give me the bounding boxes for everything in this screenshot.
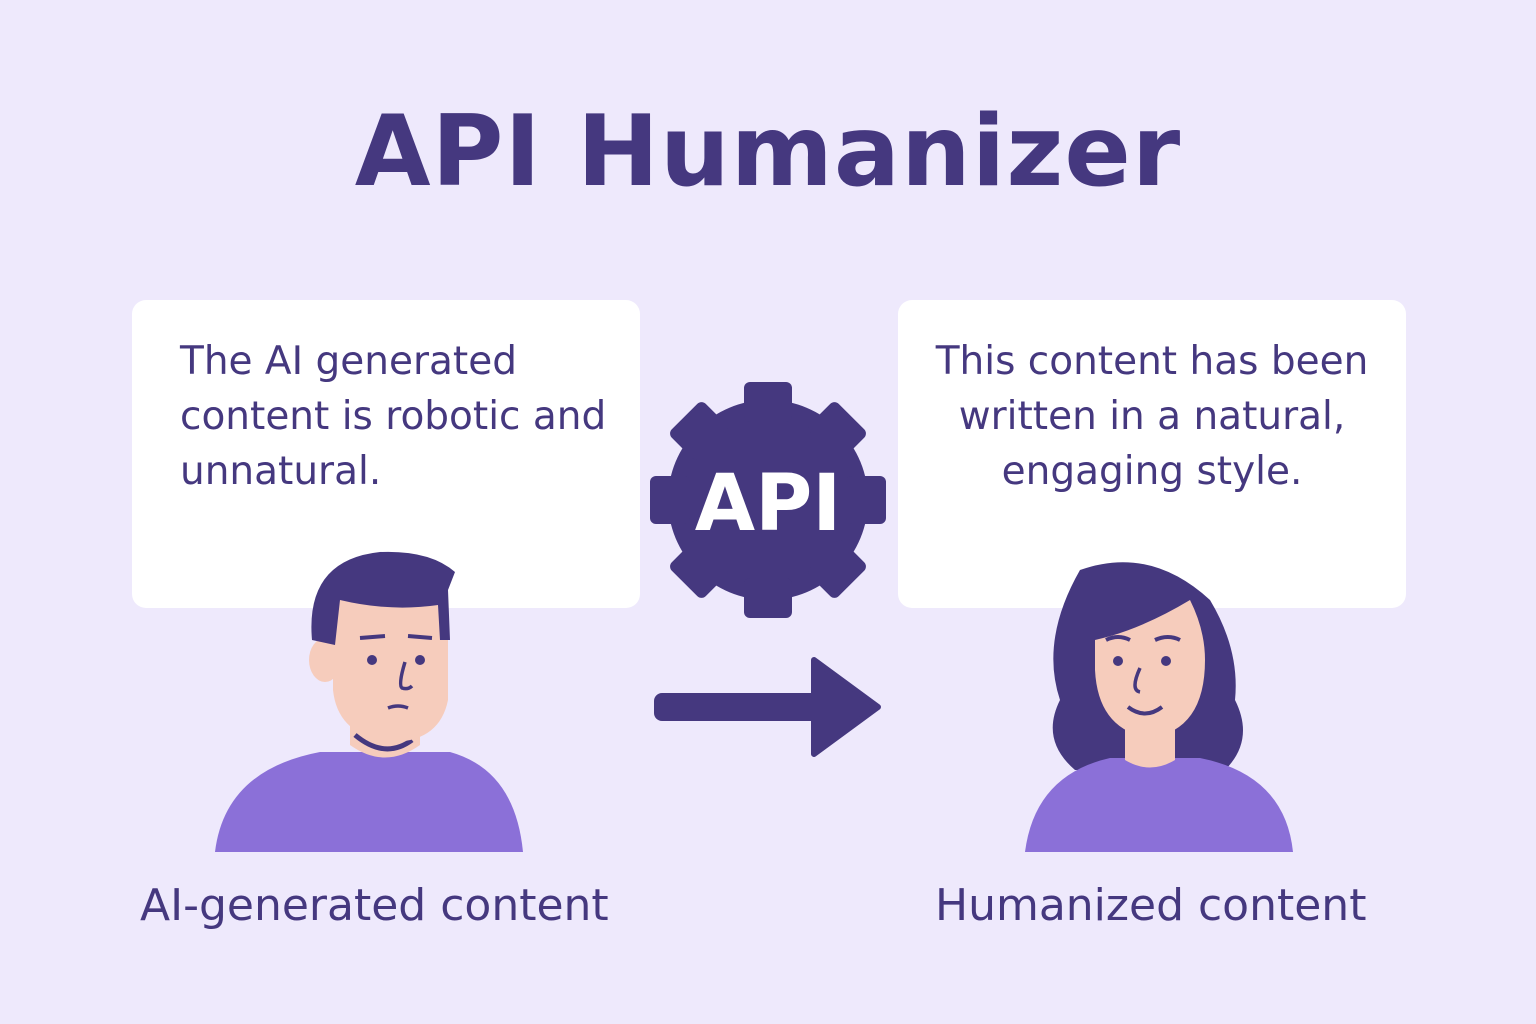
gear-label: API xyxy=(695,459,842,549)
ai-caption: AI-generated content xyxy=(140,880,609,931)
arrow-right-icon xyxy=(654,657,881,757)
ai-text-card: The AI generated content is robotic and … xyxy=(132,300,640,608)
page-title: API Humanizer xyxy=(354,95,1182,209)
human-text-card: This content has been written in a natur… xyxy=(898,300,1406,608)
ai-text: The AI generated content is robotic and … xyxy=(180,339,607,494)
human-caption: Humanized content xyxy=(935,880,1367,931)
man-avatar xyxy=(215,551,523,852)
woman-avatar xyxy=(1025,562,1293,852)
gear-icon xyxy=(650,382,886,618)
human-text: This content has been written in a natur… xyxy=(935,339,1369,494)
